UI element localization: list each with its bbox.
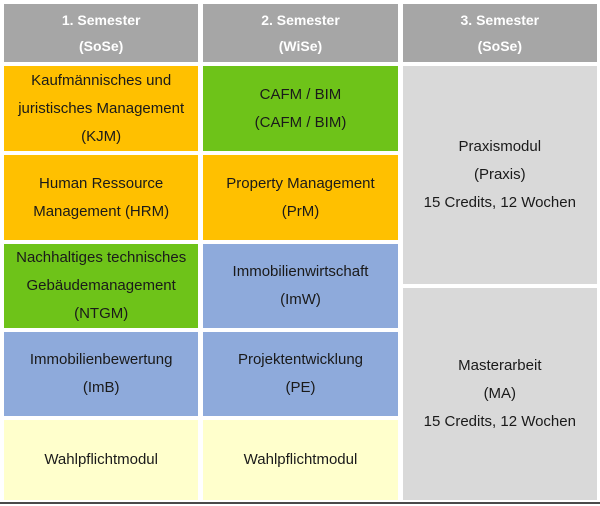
module-cafm-bim: CAFM / BIM (CAFM / BIM) — [203, 66, 398, 151]
module-wahlpflicht-semester-2: Wahlpflichtmodul — [203, 420, 398, 500]
header-semester-1: 1. Semester (SoSe) — [4, 4, 199, 62]
module-imb: Immobilienbewertung (ImB) — [4, 332, 199, 416]
module-ntgm: Nachhaltiges technisches Gebäudemanageme… — [4, 244, 199, 328]
bottom-border-line — [0, 502, 600, 504]
column-semester-3: 3. Semester (SoSe) Praxismodul (Praxis) … — [402, 4, 597, 500]
module-prm: Property Management (PrM) — [203, 155, 398, 240]
module-pe: Projektentwicklung (PE) — [203, 332, 398, 416]
header-semester-2: 2. Semester (WiSe) — [203, 4, 398, 62]
header-semester-3: 3. Semester (SoSe) — [402, 4, 597, 62]
module-wahlpflicht-semester-1: Wahlpflichtmodul — [4, 420, 199, 500]
column-semester-2: 2. Semester (WiSe) CAFM / BIM (CAFM / BI… — [203, 4, 398, 500]
module-hrm: Human Ressource Management (HRM) — [4, 155, 199, 240]
module-kjm: Kaufmännisches und juristisches Manageme… — [4, 66, 199, 151]
column-semester-1: 1. Semester (SoSe) Kaufmännisches und ju… — [4, 4, 199, 500]
module-masterarbeit: Masterarbeit (MA) 15 Credits, 12 Wochen — [402, 288, 597, 500]
module-imw: Immobilienwirtschaft (ImW) — [203, 244, 398, 328]
module-praxismodul: Praxismodul (Praxis) 15 Credits, 12 Woch… — [402, 66, 597, 284]
